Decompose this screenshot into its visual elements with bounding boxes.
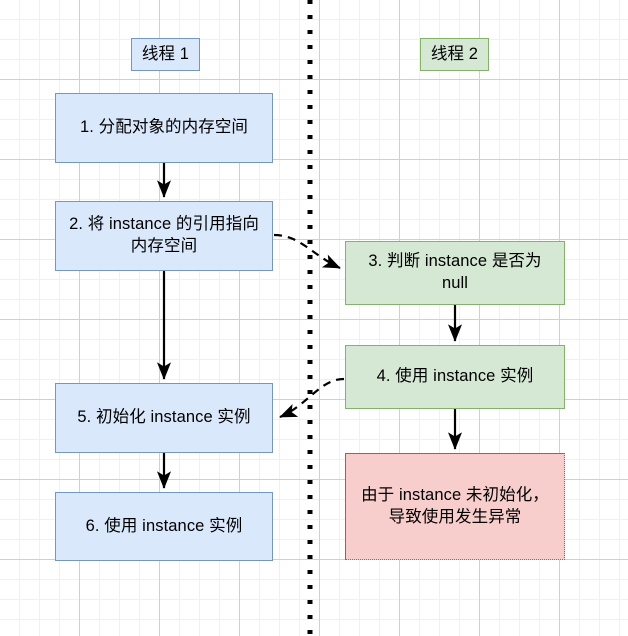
node-step-3-label: 3. 判断 instance 是否为 null	[368, 252, 542, 292]
node-exception[interactable]: 由于 instance 未初始化，导致使用发生异常	[345, 453, 565, 560]
lane-label-thread-2: 线程 2	[420, 38, 489, 71]
edge-step4-step5-dashed	[279, 377, 345, 419]
lane-label-thread-2-text: 线程 2	[430, 44, 479, 63]
node-step-1[interactable]: 1. 分配对象的内存空间	[55, 93, 273, 163]
node-step-5[interactable]: 5. 初始化 instance 实例	[55, 383, 273, 453]
lane-label-thread-1-text: 线程 1	[141, 44, 190, 63]
node-step-1-label: 1. 分配对象的内存空间	[79, 118, 249, 137]
node-step-2[interactable]: 2. 将 instance 的引用指向内存空间	[55, 201, 273, 271]
node-step-6[interactable]: 6. 使用 instance 实例	[55, 492, 273, 561]
node-step-5-label: 5. 初始化 instance 实例	[77, 408, 251, 427]
edge-step2-step3-dashed	[273, 233, 341, 269]
node-step-3[interactable]: 3. 判断 instance 是否为 null	[345, 241, 565, 305]
node-step-4-label: 4. 使用 instance 实例	[376, 367, 534, 386]
node-step-4[interactable]: 4. 使用 instance 实例	[345, 345, 565, 409]
node-step-2-label: 2. 将 instance 的引用指向内存空间	[69, 215, 259, 255]
node-step-6-label: 6. 使用 instance 实例	[85, 516, 243, 535]
lane-label-thread-1: 线程 1	[131, 38, 200, 71]
node-exception-label: 由于 instance 未初始化，导致使用发生异常	[361, 485, 549, 526]
